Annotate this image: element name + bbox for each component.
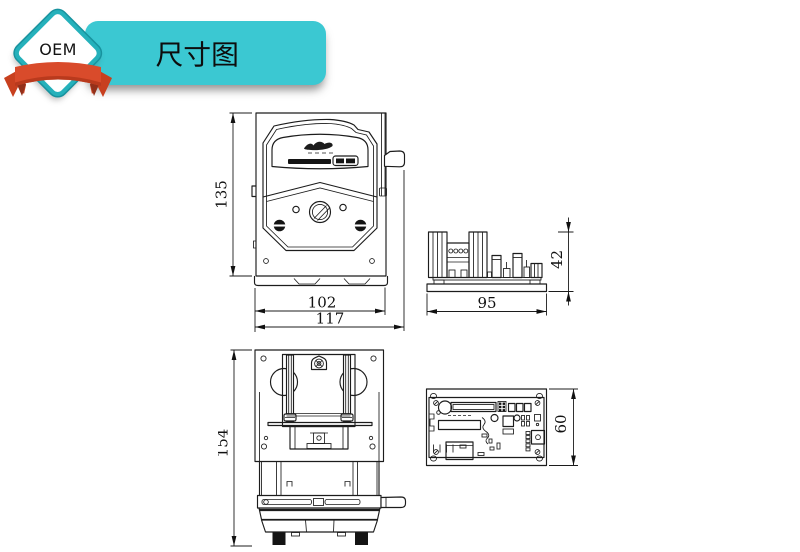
pump-body-details: [251, 185, 257, 249]
dimension-side-height: 42: [548, 217, 574, 306]
board-components: [429, 400, 546, 461]
oem-badge-text: OEM: [39, 40, 77, 59]
board-plate: [425, 388, 548, 467]
side-view-drawing: 95 42: [426, 217, 574, 316]
section-title-banner: [85, 21, 326, 85]
dim-label-154: 154: [218, 429, 232, 458]
pump-body-screws: [263, 258, 375, 264]
rear-lower-body: [256, 460, 407, 545]
dimension-front-height: 135: [215, 112, 252, 277]
dim-label-42: 42: [548, 250, 566, 269]
section-title: [156, 41, 237, 67]
board-view-drawing: 60: [425, 388, 578, 467]
dim-label-95: 95: [477, 294, 496, 312]
dimension-front-overall-width: 117: [255, 170, 405, 331]
dimension-board-height: 60: [549, 388, 578, 466]
dimension-rear-height: 154: [218, 349, 252, 547]
dim-label-102: 102: [308, 294, 337, 312]
driver-board-base: [426, 277, 548, 293]
dim-label-135: 135: [215, 180, 231, 209]
dim-label-117: 117: [316, 310, 345, 328]
dimension-side-width: 95: [426, 293, 547, 316]
rear-mounting-plate: [254, 349, 385, 463]
pump-head-lever: [379, 113, 406, 197]
pump-head: [262, 118, 378, 252]
dimension-front-body-width: 102: [254, 287, 386, 332]
pump-base: [253, 275, 389, 287]
oem-badge: OEM: [4, 6, 112, 102]
oem-badge-ribbon: [4, 62, 112, 97]
driver-board-components: [427, 231, 543, 279]
rear-view-drawing: 154: [218, 349, 407, 547]
front-view-drawing: 135 102 117: [215, 112, 406, 332]
dim-label-60: 60: [552, 414, 570, 433]
pump-body: [255, 112, 387, 277]
